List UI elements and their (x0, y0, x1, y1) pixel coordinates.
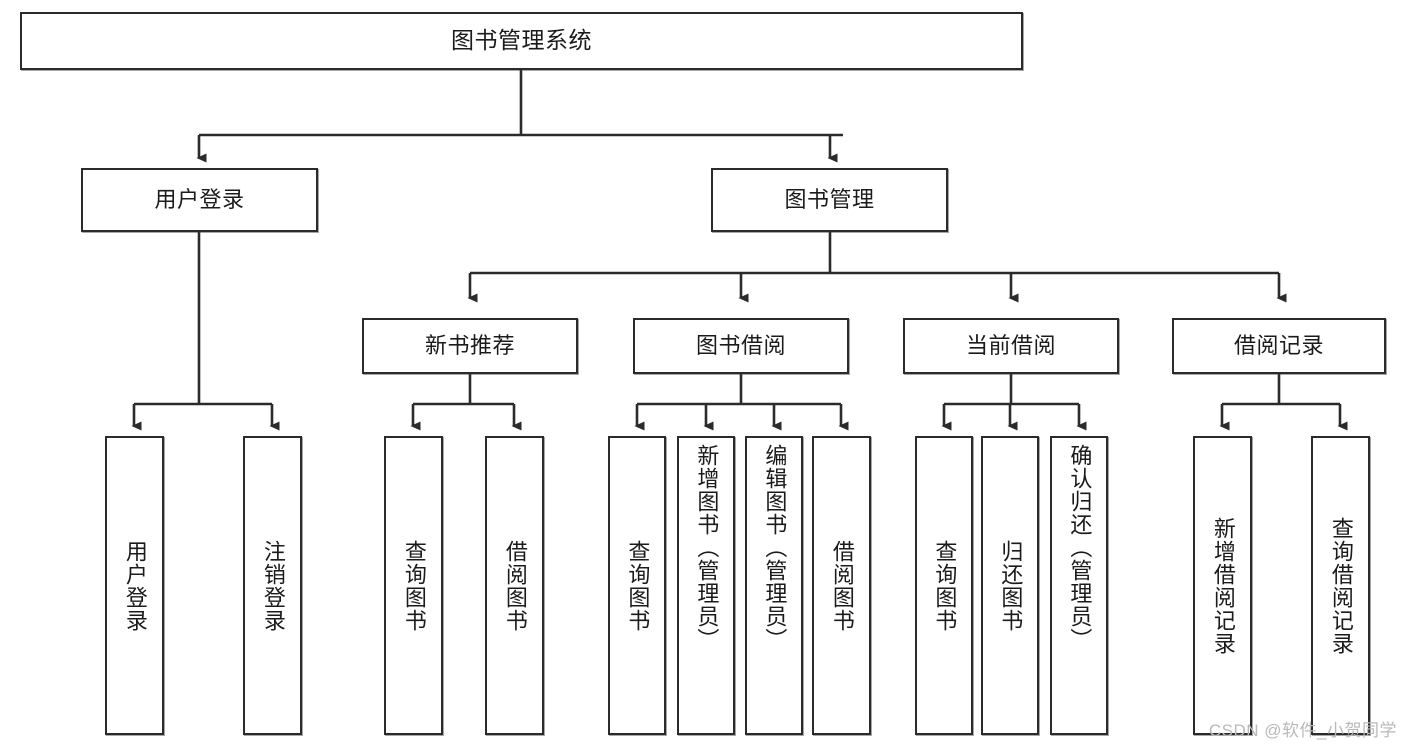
node-label: 借阅记录 (1233, 333, 1324, 359)
node-label: 借阅图书 (502, 539, 528, 632)
node-leaf-logout-login[interactable]: 注销登录 (243, 436, 302, 735)
node-label: 归还图书 (998, 539, 1024, 632)
node-root-book-management-system[interactable]: 图书管理系统 (20, 12, 1023, 70)
node-leaf-edit-book-admin[interactable]: 编辑图书（管理员） (745, 436, 803, 735)
node-leaf-add-book-admin[interactable]: 新增图书（管理员） (677, 436, 735, 735)
node-leaf-query-book-borrow[interactable]: 查询图书 (608, 436, 666, 735)
node-label: 编辑图书（管理员） (762, 444, 788, 651)
node-label: 查询图书 (401, 539, 427, 632)
node-leaf-user-login[interactable]: 用户登录 (105, 436, 164, 735)
node-leaf-return-book[interactable]: 归还图书 (981, 436, 1039, 735)
node-current-borrow[interactable]: 当前借阅 (903, 318, 1119, 374)
node-label: 注销登录 (260, 539, 286, 632)
node-label: 查询图书 (625, 539, 651, 632)
node-label: 新增借阅记录 (1210, 516, 1236, 655)
node-user-login[interactable]: 用户登录 (81, 168, 318, 232)
node-leaf-add-borrow-record[interactable]: 新增借阅记录 (1193, 436, 1252, 735)
node-label: 用户登录 (122, 539, 148, 632)
node-label: 当前借阅 (965, 333, 1056, 359)
node-leaf-confirm-return-admin[interactable]: 确认归还（管理员） (1050, 436, 1108, 735)
node-label: 借阅图书 (829, 539, 855, 632)
csdn-watermark: CSDN @软件_小贺同学 (1208, 721, 1397, 740)
node-label: 用户登录 (154, 187, 245, 213)
node-book-manage[interactable]: 图书管理 (711, 168, 948, 232)
node-book-borrow[interactable]: 图书借阅 (633, 318, 849, 374)
node-new-book-recommend[interactable]: 新书推荐 (362, 318, 578, 374)
node-label: 查询借阅记录 (1328, 516, 1354, 655)
node-leaf-borrow-book-recommend[interactable]: 借阅图书 (485, 436, 544, 735)
node-label: 查询图书 (932, 539, 958, 632)
node-label: 图书管理系统 (451, 27, 592, 54)
node-label: 图书管理 (784, 187, 875, 213)
node-label: 图书借阅 (695, 333, 786, 359)
node-label: 新增图书（管理员） (694, 444, 720, 651)
node-leaf-query-book-recommend[interactable]: 查询图书 (384, 436, 443, 735)
node-leaf-borrow-book[interactable]: 借阅图书 (812, 436, 871, 735)
node-leaf-query-book-current[interactable]: 查询图书 (915, 436, 973, 735)
node-label: 新书推荐 (424, 333, 515, 359)
node-borrow-record[interactable]: 借阅记录 (1172, 318, 1386, 374)
node-leaf-query-borrow-record[interactable]: 查询借阅记录 (1311, 436, 1370, 735)
node-label: 确认归还（管理员） (1067, 444, 1093, 651)
